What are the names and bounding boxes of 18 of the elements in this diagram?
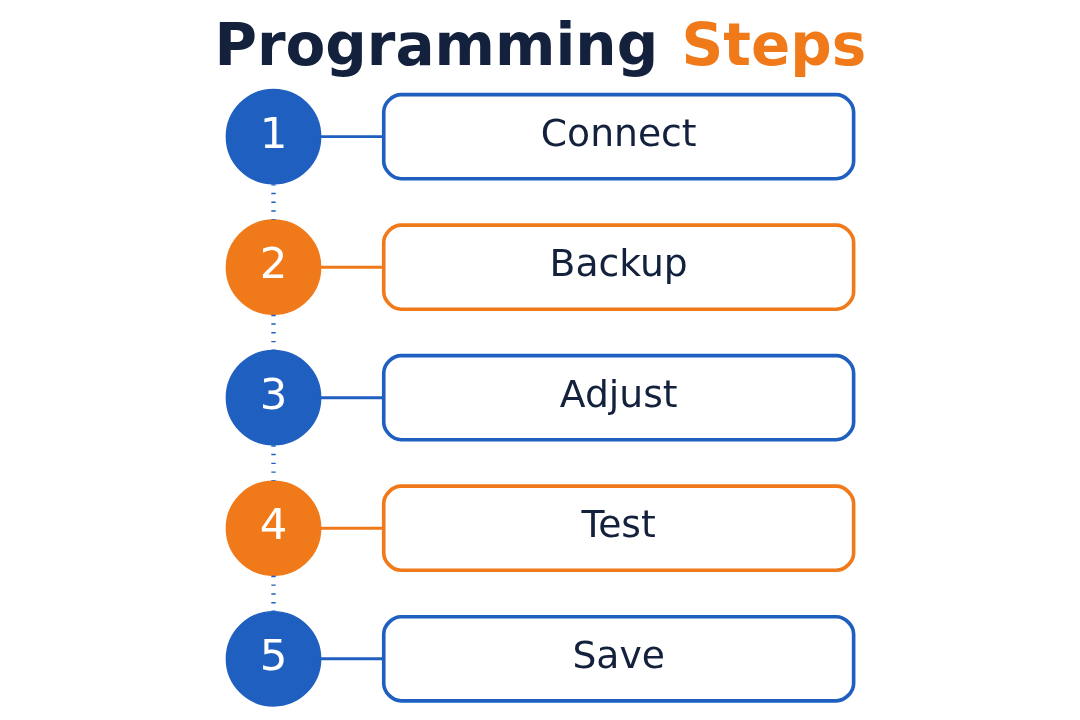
node-circle: 1 [225, 88, 322, 185]
node-circle: 5 [225, 610, 322, 707]
node-circle: 4 [225, 480, 322, 577]
node-box: Connect [381, 92, 856, 181]
connector [271, 184, 276, 220]
node-box: Save [381, 614, 856, 703]
connector [320, 396, 384, 400]
node-box: Adjust [381, 353, 856, 442]
diagram-title: Programming Steps [214, 10, 867, 79]
connector [320, 265, 384, 269]
node-box: Test [381, 484, 856, 573]
connector [320, 135, 384, 139]
connector [320, 657, 384, 661]
connector [320, 526, 384, 530]
node-circle: 2 [225, 219, 322, 316]
connector [271, 445, 276, 481]
node-circle: 3 [225, 349, 322, 446]
node-box: Backup [381, 223, 856, 312]
